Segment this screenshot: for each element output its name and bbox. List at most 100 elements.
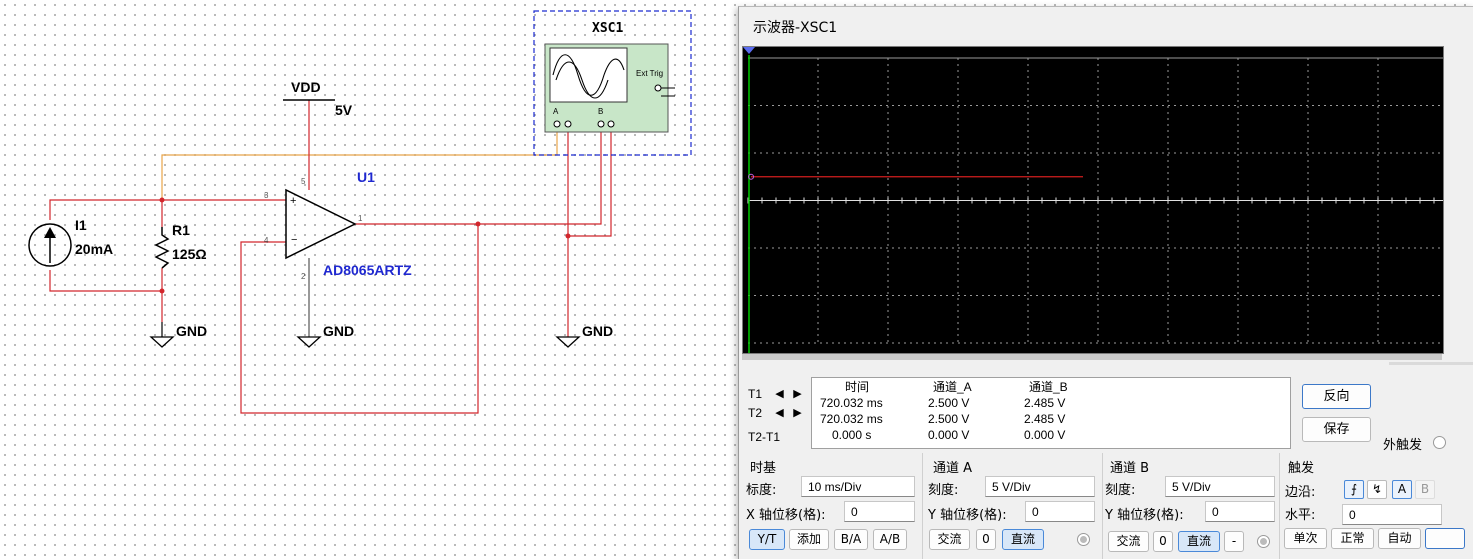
falling-edge-icon[interactable]: ↯ [1367,480,1387,499]
t1-left-arrow-icon[interactable]: ◀ [775,388,784,400]
channel-b-divider [1102,453,1103,559]
x-position-field[interactable]: 0 [844,501,915,522]
channel-a-zero-button[interactable]: 0 [976,529,996,550]
t2-left-arrow-icon[interactable]: ◀ [775,407,784,419]
vdd-value: 5V [335,102,353,118]
wire-i1-bottom [49,270,162,292]
channel-a-ypos-label: Y 轴位移(格): [928,508,1007,523]
channel-b-zero-button[interactable]: 0 [1153,531,1173,552]
opamp-u1 [285,188,357,260]
trigger-source-b-button[interactable]: B [1415,480,1435,499]
single-trigger-button[interactable]: 单次 [1284,528,1327,549]
opamp-minus-sign: − [291,234,298,246]
channel-b-scale-label: 刻度: [1105,483,1136,498]
i1-value[interactable]: 20mA [75,241,114,257]
ext-trigger-radio[interactable] [1433,436,1446,449]
trigger-level-field[interactable]: 0 [1342,504,1442,525]
ext-trigger-label: 外触发 [1383,438,1423,453]
t1-channel-b: 2.485 V [1024,396,1066,410]
i1-ref[interactable]: I1 [75,217,87,233]
gnd-symbol-left [149,322,175,348]
xsc1-terminal-b-label: B [598,107,604,116]
wire-feedback [240,224,479,414]
u1-part-number[interactable]: AD8065ARTZ [323,262,412,278]
vdd-label: VDD [291,79,321,95]
u1-ref[interactable]: U1 [357,169,375,185]
timebase-scale-label: 标度: [746,483,777,498]
opamp-plus-sign: + [290,195,297,207]
screen-scrollbar-thumb[interactable] [742,354,1442,360]
xsc1-ext-trig-label: Ext Trig [636,69,664,78]
pin-2-label: 2 [301,272,306,281]
schematic-wires [28,10,692,414]
current-source-i1 [28,223,72,267]
t2-t1-channel-a: 0.000 V [928,428,970,442]
xsc1-selection-box [533,10,692,156]
t2-right-arrow-icon[interactable]: ▶ [793,407,802,419]
screen-scrollbar[interactable] [742,354,1442,360]
cursor-readout-table: 时间 通道_A 通道_B 720.032 ms 2.500 V 2.485 V … [811,377,1291,449]
xsc1-terminal-a-label: A [553,107,559,116]
trigger-divider [1279,453,1280,559]
channel-b-ac-button[interactable]: 交流 [1108,531,1149,552]
none-trigger-button[interactable] [1425,528,1465,549]
t2-label: T2 [748,406,763,420]
rising-edge-icon[interactable]: ⨍ [1344,480,1364,499]
ba-mode-button[interactable]: B/A [834,529,868,550]
t1-right-arrow-icon[interactable]: ▶ [793,388,802,400]
r1-ref[interactable]: R1 [172,222,190,238]
trigger-level-label: 水平: [1285,508,1316,523]
channel-a-scale-field[interactable]: 5 V/Div [985,476,1095,497]
channel-b-radio[interactable] [1257,535,1270,548]
oscilloscope-window[interactable]: 示波器-XSC1 T1 ◀ ▶ T2 ◀ ▶ T2-T1 时间 通道_A 通道_… [738,6,1473,559]
pin-4-label: 4 [264,236,269,245]
wire-output-to-scope-b [355,126,602,225]
channel-a-divider [922,453,923,559]
channel-a-radio[interactable] [1077,533,1090,546]
yt-mode-button[interactable]: Y/T [749,529,785,550]
scope-grid [743,47,1443,353]
trigger-source-a-button[interactable]: A [1392,480,1412,499]
trigger-title: 触发 [1288,461,1315,476]
channel-b-dc-button[interactable]: 直流 [1178,531,1220,552]
pin-3-label: 3 [264,191,269,200]
t1-time: 720.032 ms [820,396,883,410]
channel-a-title: 通道 A [933,461,973,476]
col-header-channel-a: 通道_A [933,380,972,394]
timebase-title: 时基 [750,461,777,476]
t2-channel-b: 2.485 V [1024,412,1066,426]
schematic-canvas[interactable]: VDD 5V U1 AD8065ARTZ I1 20mA R1 125Ω GND… [0,0,735,558]
r1-value[interactable]: 125Ω [172,246,207,262]
channel-b-ypos-field[interactable]: 0 [1205,501,1275,522]
channel-a-dc-button[interactable]: 直流 [1002,529,1044,550]
channel-a-ypos-field[interactable]: 0 [1025,501,1095,522]
t2-channel-a: 2.500 V [928,412,970,426]
pin-1-label: 1 [358,214,363,223]
channel-b-minus-button[interactable]: - [1224,531,1244,552]
wire-scope-ground [567,126,612,237]
ab-mode-button[interactable]: A/B [873,529,907,550]
t2-t1-time: 0.000 s [832,428,872,442]
gnd-label-mid: GND [323,323,355,339]
channel-b-ypos-label: Y 轴位移(格): [1105,508,1184,523]
save-button[interactable]: 保存 [1302,417,1371,442]
reverse-button[interactable]: 反向 [1302,384,1371,409]
xsc1-ref[interactable]: XSC1 [592,21,624,36]
wire-orange-to-scope-a [161,126,558,200]
channel-a-ac-button[interactable]: 交流 [929,529,970,550]
add-mode-button[interactable]: 添加 [789,529,829,550]
t2-t1-channel-b: 0.000 V [1024,428,1066,442]
scope-screen[interactable] [742,46,1444,354]
gnd-symbol-mid [296,336,322,348]
col-header-time: 时间 [845,380,870,394]
wire-i1-top [49,199,162,220]
channel-b-scale-field[interactable]: 5 V/Div [1165,476,1275,497]
t1-channel-a: 2.500 V [928,396,970,410]
cursor-t1-marker [743,47,755,54]
gnd-symbol-right [555,336,581,348]
auto-trigger-button[interactable]: 自动 [1378,528,1421,549]
normal-trigger-button[interactable]: 正常 [1331,528,1374,549]
resistor-r1 [154,227,170,269]
timebase-scale-field[interactable]: 10 ms/Div [801,476,915,497]
x-position-label: X 轴位移(格): [746,508,826,523]
